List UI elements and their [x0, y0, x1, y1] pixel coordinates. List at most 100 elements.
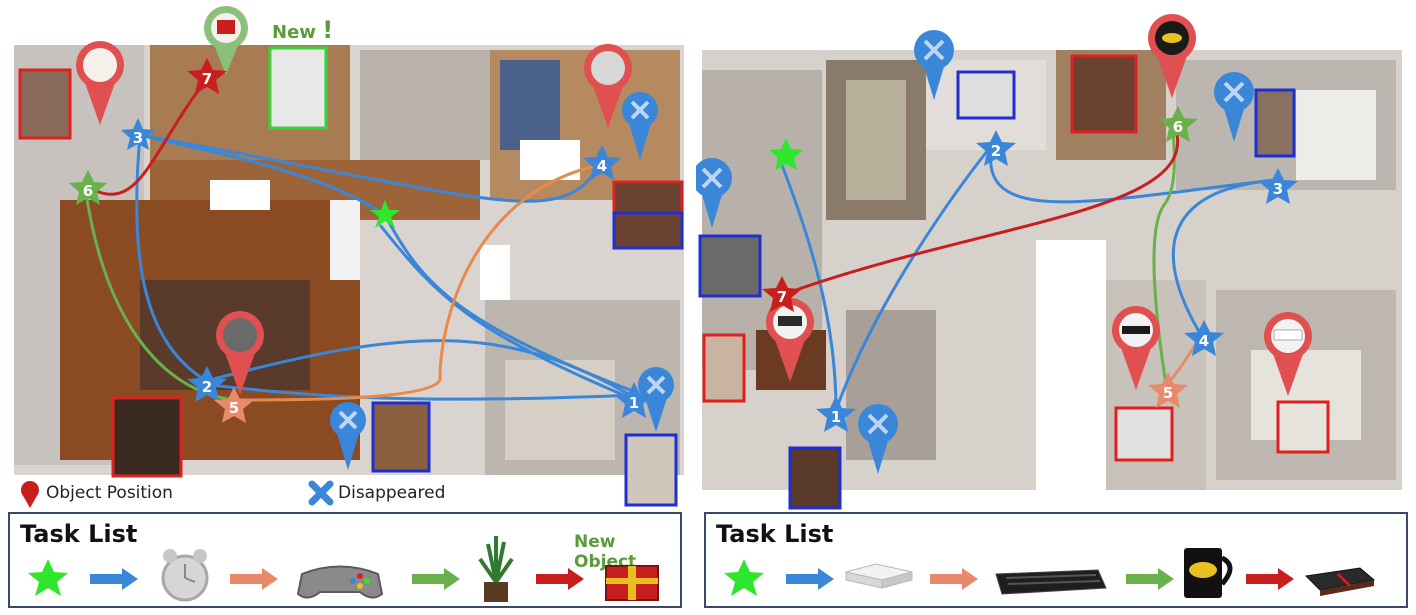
waypoint-star-5: 5 — [214, 387, 254, 423]
bed-top — [1296, 90, 1376, 180]
disappeared-pin-bottom-mid — [330, 402, 366, 470]
object-frame-box-old — [956, 70, 1016, 120]
path-blue-start-to-1 — [774, 149, 838, 411]
left-scene-panel: 3 4 6 7 2 5 1 — [0, 0, 690, 615]
svg-text:2: 2 — [991, 142, 1001, 160]
object-pin-notebook — [766, 298, 814, 382]
start-star-icon — [769, 138, 803, 170]
waypoint-star-1: 1 — [816, 396, 856, 432]
object-frame-notebook-old — [698, 234, 762, 298]
path-orange-4-to-5 — [234, 163, 601, 402]
red-arrow-icon — [536, 568, 584, 590]
gift-box-icon — [605, 565, 659, 601]
disappeared-pin-bottom-right — [638, 367, 674, 432]
potted-plant-icon — [478, 536, 514, 602]
blue-x-legend-icon — [308, 480, 334, 506]
svg-text:1: 1 — [831, 408, 841, 426]
gamepad-icon — [296, 565, 384, 599]
waypoint-star-5: 5 — [1148, 372, 1188, 408]
right-scene-panel: 1 2 3 4 5 6 7 Task List — [696, 0, 1416, 615]
gap-white — [1036, 240, 1106, 490]
red-arrow-icon — [1246, 568, 1294, 590]
waypoint-star-7: 7 — [187, 58, 227, 94]
waypoint-star-3: 3 — [1258, 168, 1298, 204]
disappeared-pin-top-right — [1214, 72, 1254, 142]
orange-arrow-icon — [930, 568, 978, 590]
object-pin-clock — [584, 44, 632, 128]
white-box-icon — [845, 563, 913, 589]
object-pin-gamepad — [216, 311, 264, 395]
object-pin-plant — [76, 41, 124, 125]
green-arrow-icon — [412, 568, 460, 590]
room-top-middle — [360, 50, 490, 160]
object-frame-gamepad-old — [371, 401, 431, 473]
waypoint-star-1: 1 — [614, 382, 654, 418]
object-frame-clock — [612, 180, 684, 250]
object-frame-disappeared — [624, 433, 678, 507]
waypoint-star-4: 4 — [1184, 320, 1224, 356]
object-frame-plant — [18, 68, 72, 140]
notebook-icon — [1304, 567, 1376, 596]
green-arrow-icon — [1126, 568, 1174, 590]
task-list-title: Task List — [716, 520, 834, 548]
alarm-clock-icon — [161, 549, 209, 602]
path-red-6-to-7 — [84, 74, 212, 196]
bed — [505, 360, 615, 460]
legend-object-position: Object Position — [46, 483, 173, 503]
object-pin-keyboard — [1112, 306, 1160, 390]
legend-disappeared-label: Disappeared — [338, 483, 446, 503]
svg-text:4: 4 — [597, 157, 607, 175]
gap-white — [480, 245, 510, 300]
sofa-blue — [500, 60, 560, 150]
start-star-icon — [28, 559, 68, 596]
object-frame-clock-old — [612, 211, 684, 250]
svg-text:7: 7 — [777, 288, 787, 306]
path-blue-start-to-1-b — [378, 224, 636, 402]
blue-arrow-icon — [90, 568, 138, 590]
new-label-text: New — [272, 22, 316, 43]
svg-text:4: 4 — [1199, 332, 1209, 350]
waypoint-star-2: 2 — [187, 366, 227, 402]
wall-block — [330, 200, 360, 280]
waypoint-star-6: 6 — [1158, 106, 1198, 142]
new-label-mark: ! — [322, 16, 334, 44]
object-frame-keyboard-old — [788, 446, 842, 510]
svg-text:6: 6 — [1173, 118, 1183, 136]
object-frame-mug — [1070, 54, 1138, 134]
start-star-icon — [724, 559, 764, 596]
start-star-icon — [370, 200, 400, 228]
path-red-6-to-7 — [795, 119, 1180, 292]
orange-arrow-icon — [230, 568, 278, 590]
object-frame-notebook — [702, 333, 746, 403]
left-floorplan: 3 4 6 7 2 5 1 — [14, 6, 684, 508]
disappeared-pin-left — [696, 158, 732, 228]
object-pin-new-gift — [204, 6, 248, 75]
object-frame-gamepad — [111, 396, 183, 478]
svg-text:5: 5 — [229, 399, 239, 417]
left-task-flow — [28, 536, 659, 602]
svg-text:6: 6 — [83, 182, 93, 200]
gap-white-2 — [210, 180, 270, 210]
sofa — [846, 80, 906, 200]
object-pin-mug — [1148, 14, 1196, 98]
path-blue-3-to-4 — [1171, 178, 1277, 336]
legend-object-position-label: Object Position — [46, 483, 173, 503]
waypoint-star-4: 4 — [583, 145, 621, 180]
object-pin-box — [1264, 312, 1312, 396]
waypoint-star-7: 7 — [762, 276, 802, 312]
right-task-list: Task List — [704, 512, 1408, 608]
waypoint-star-6: 6 — [69, 170, 107, 205]
svg-text:7: 7 — [202, 70, 212, 88]
path-blue-3-to-2 — [135, 134, 206, 382]
new-object-label: New ! — [272, 16, 333, 44]
path-blue-3-to-4 — [139, 133, 602, 203]
right-task-flow — [724, 548, 1376, 598]
svg-text:2: 2 — [202, 378, 212, 396]
object-frame-keyboard — [1114, 406, 1174, 462]
disappeared-pin-top-center — [914, 30, 954, 100]
batman-mug-icon — [1184, 548, 1233, 598]
red-pin-legend-icon — [21, 481, 39, 508]
left-task-list: Task List New Object — [8, 512, 682, 608]
legend-disappeared: Disappeared — [338, 483, 445, 503]
path-blue-2-to-3 — [989, 144, 1277, 204]
